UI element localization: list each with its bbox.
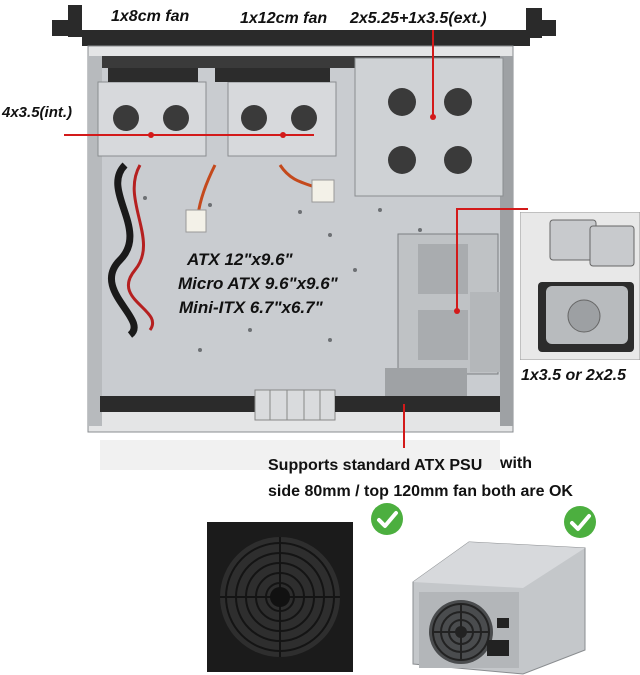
checkmark-icon <box>564 506 596 538</box>
mb-mini-itx-label: Mini-ITX 6.7"x6.7" <box>179 298 323 317</box>
mb-micro-atx-label: Micro ATX 9.6"x9.6" <box>178 274 338 293</box>
psu-top-fan-photo <box>207 522 353 672</box>
ext-bays-leader-line <box>432 30 434 118</box>
chassis-photo <box>52 5 556 470</box>
checkmark-icon <box>371 503 403 535</box>
fan-8cm-label: 1x8cm fan <box>111 8 190 25</box>
ext-bays-leader-dot <box>430 114 436 120</box>
drive-option-label: 1x3.5 or 2x2.5 <box>521 367 626 384</box>
psu-leader-line <box>403 404 405 448</box>
drive-leader-line-v <box>456 208 458 312</box>
fan-12cm-label: 1x12cm fan <box>240 10 328 27</box>
psu-side-fan-photo <box>412 541 586 675</box>
drive-leader-line-h <box>456 208 528 210</box>
drive-bay-inset-photo <box>520 212 640 360</box>
psu-fan-caption: side 80mm / top 120mm fan both are OK <box>268 483 573 500</box>
int-bays-leader-dot-2 <box>280 132 286 138</box>
int-bays-leader-dot-1 <box>148 132 154 138</box>
psu-support-caption-b: with <box>500 455 532 472</box>
psu-support-caption-a: Supports standard ATX PSU <box>268 457 483 474</box>
mb-atx-label: ATX 12"x9.6" <box>187 250 293 269</box>
external-bays-label: 2x5.25+1x3.5(ext.) <box>350 10 487 27</box>
drive-leader-dot <box>454 308 460 314</box>
int-bays-leader-line <box>64 134 314 136</box>
internal-bays-label: 4x3.5(int.) <box>2 104 73 121</box>
